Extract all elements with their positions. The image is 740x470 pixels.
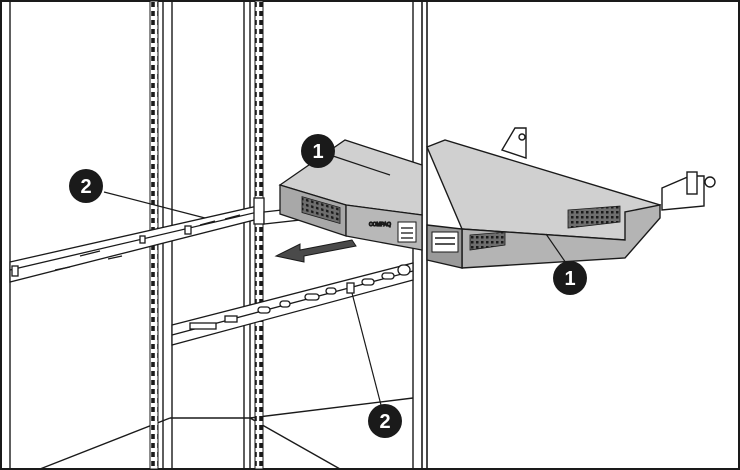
rail-left-front	[171, 262, 414, 346]
callout-label: 1	[312, 141, 323, 163]
callout-right-1: 1	[545, 233, 587, 295]
callout-circle	[301, 134, 335, 168]
callout-left-2-top: 2	[69, 169, 206, 219]
device-left: COMPAQ	[278, 139, 423, 251]
slide-direction-arrow	[274, 239, 357, 263]
device-right	[426, 127, 716, 269]
callout-circle	[69, 169, 103, 203]
callout-left-1: 1	[301, 134, 391, 176]
callout-label: 2	[379, 411, 390, 433]
callout-label: 2	[80, 176, 91, 198]
callout-label: 1	[564, 268, 575, 290]
callout-left-2-bottom: 2	[351, 292, 402, 438]
callout-circle	[368, 404, 402, 438]
device-brand-label: COMPAQ	[369, 222, 391, 228]
callout-circle	[553, 261, 587, 295]
rack-post-right	[243, 0, 264, 470]
